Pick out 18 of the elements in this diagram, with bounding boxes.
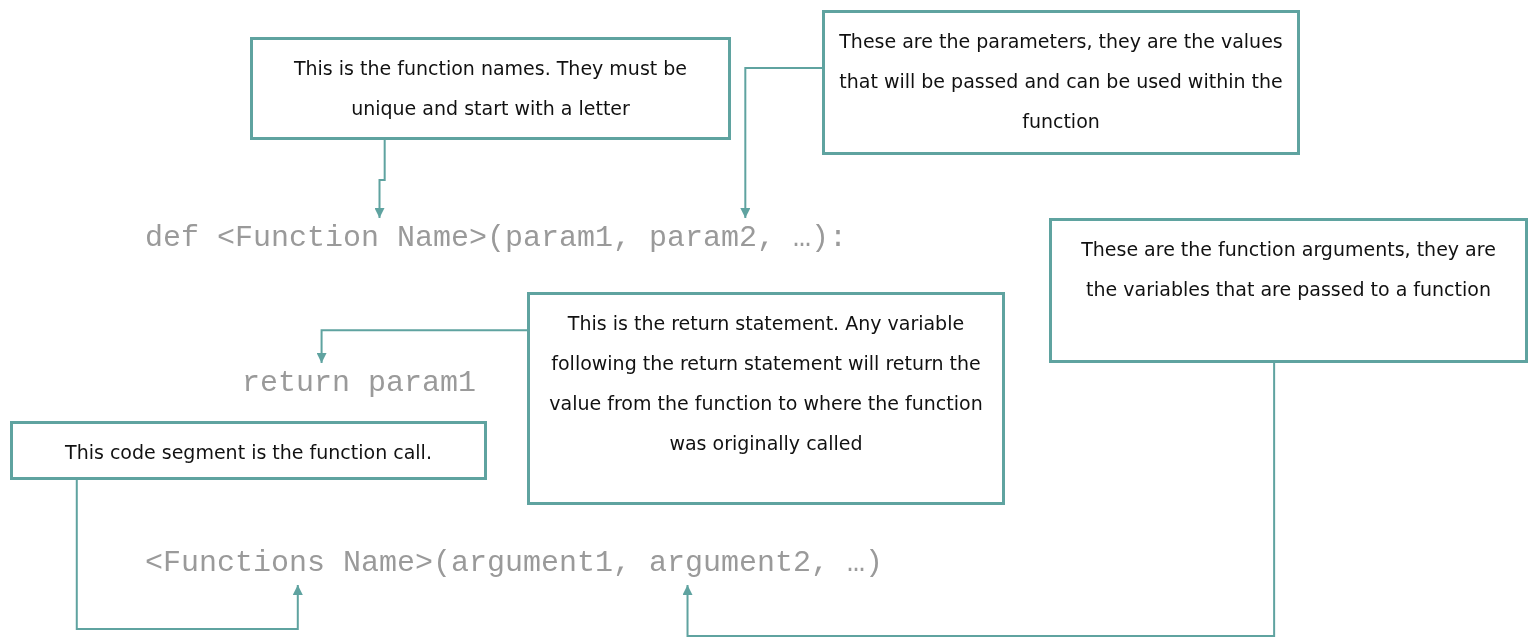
leader-arrow: [740, 67, 823, 219]
code-text: def <Function Name>(param1, param2, …):: [145, 220, 848, 256]
callout-box: [250, 37, 731, 140]
code-text: return param1: [242, 365, 477, 401]
callout-box: [822, 10, 1300, 155]
callout-text: These are the function arguments, they are the variables that are passed to a function: [1080, 237, 1497, 302]
callout-box: [527, 292, 1005, 505]
code-text: <Functions Name>(argument1, argument2, …): [145, 545, 884, 581]
leader-arrow: [682, 362, 1276, 637]
callout-text: This is the function names. They must be unique and start with a letter: [292, 56, 689, 121]
callout-box: [10, 421, 487, 480]
callout-text: This is the return statement. Any variable following the return statement will return the value from the function to where the function was originally called: [548, 311, 984, 456]
leader-arrow: [75, 479, 303, 630]
leader-arrow: [374, 139, 386, 219]
callout-text: This code segment is the function call.: [65, 440, 432, 465]
callout-text: These are the parameters, they are the values that will be passed and can be used within the function: [839, 29, 1283, 134]
callout-box: [1049, 218, 1528, 363]
leader-arrow: [316, 329, 528, 364]
